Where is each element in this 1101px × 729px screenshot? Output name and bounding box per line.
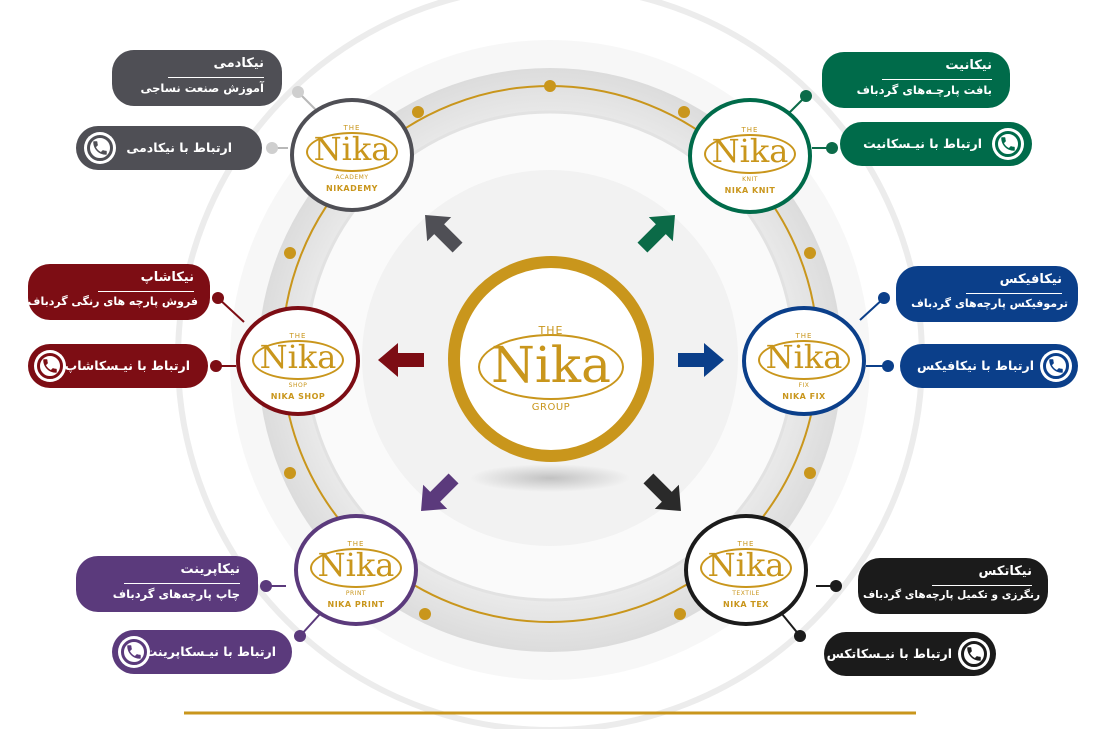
node-division: PRINT: [345, 590, 367, 597]
arrow-fix-icon: [678, 343, 724, 377]
node-division: ACADEMY: [335, 174, 369, 181]
node-logo: Nika: [259, 338, 337, 376]
orbit-dots: [284, 80, 816, 620]
pill-subtitle: چاپ پارچه‌های گردباف: [112, 587, 240, 601]
phone-icon: [992, 128, 1024, 160]
arrow-tex-icon: [643, 473, 681, 511]
nika-knit-contact-button[interactable]: ارتباط با نیـسکانیت: [840, 122, 1032, 166]
nika-group-center-logo: THE Nika GROUP: [448, 256, 654, 462]
center-shadow: [470, 464, 630, 492]
nika-knit-node[interactable]: THE Nika KNIT NIKA KNIT: [688, 98, 812, 214]
node-logo: Nika: [711, 132, 789, 170]
contact-label: ارتباط با نیکادمی: [126, 140, 232, 155]
node-oval: [252, 340, 344, 380]
nika-tex-info-pill[interactable]: نیکاتکس رنگرزی و تکمیل پارچه‌های گردباف: [858, 558, 1048, 614]
node-name: NIKADEMY: [326, 184, 378, 193]
center-logo-group: GROUP: [531, 402, 571, 413]
nika-fix-node[interactable]: THE Nika FIX NIKA FIX: [742, 306, 866, 416]
contact-label: ارتباط با نیـسکاشاپ: [64, 358, 190, 373]
node-the: THE: [741, 126, 759, 134]
contact-label: ارتباط با نیـسکاتکس: [826, 646, 952, 661]
pill-subtitle: ترموفیکس پارچه‌های گردباف: [911, 297, 1068, 310]
pill-subtitle: بافت پارچـه‌های گردباف: [856, 83, 992, 97]
node-oval: [700, 548, 792, 588]
node-oval: [306, 132, 398, 172]
pill-title: نیکاپرینت: [180, 562, 240, 577]
node-name: NIKA KNIT: [724, 186, 776, 195]
node-name: NIKA PRINT: [327, 600, 385, 609]
arrow-shop-icon: [378, 343, 424, 377]
nika-print-contact-button[interactable]: ارتباط با نیـسکاپرینت: [112, 630, 292, 674]
node-the: THE: [737, 540, 755, 548]
node-division: KNIT: [742, 176, 758, 183]
pill-underline: [98, 291, 194, 292]
pill-title: نیکانیت: [945, 58, 992, 73]
nika-print-info-pill[interactable]: نیکاپرینت چاپ پارچه‌های گردباف: [76, 556, 258, 612]
nika-tex-contact-button[interactable]: ارتباط با نیـسکاتکس: [824, 632, 996, 676]
nikademy-info-pill[interactable]: نیکادمی آموزش صنعت نساجی: [112, 50, 282, 106]
pill-subtitle: آموزش صنعت نساجی: [140, 81, 264, 95]
node-name: NIKA TEX: [723, 600, 769, 609]
node-logo: Nika: [707, 546, 785, 584]
node-the: THE: [795, 332, 813, 340]
pill-title: نیکاتکس: [978, 564, 1032, 579]
node-the: THE: [343, 124, 361, 132]
pill-title: نیکاشاپ: [140, 270, 194, 285]
contact-label: ارتباط با نیکافیکس: [916, 358, 1034, 373]
pill-underline: [932, 585, 1032, 586]
node-division: FIX: [798, 382, 810, 389]
arrow-print-icon: [421, 473, 459, 511]
center-logo-oval: [478, 334, 624, 400]
node-the: THE: [289, 332, 307, 340]
nikademy-node[interactable]: THE Nika ACADEMY NIKADEMY: [290, 98, 414, 212]
nika-shop-contact-button[interactable]: ارتباط با نیـسکاشاپ: [28, 344, 208, 388]
pill-title: نیکافیکس: [999, 272, 1062, 287]
connector-dots: [210, 86, 894, 642]
pill-subtitle: رنگرزی و تکمیل پارچه‌های گردباف: [862, 589, 1040, 601]
nika-fix-contact-button[interactable]: ارتباط با نیکافیکس: [900, 344, 1078, 388]
nika-knit-info-pill[interactable]: نیکانیت بافت پارچـه‌های گردباف: [822, 52, 1010, 108]
nika-print-node[interactable]: THE Nika PRINT NIKA PRINT: [294, 514, 418, 626]
nika-fix-info-pill[interactable]: نیکافیکس ترموفیکس پارچه‌های گردباف: [896, 266, 1078, 322]
pill-title: نیکادمی: [213, 56, 264, 71]
node-division: SHOP: [288, 382, 308, 389]
phone-icon: [958, 638, 990, 670]
phone-icon: [84, 132, 116, 164]
pill-underline: [966, 293, 1062, 294]
center-logo-text: Nika: [491, 336, 611, 394]
nika-shop-node[interactable]: THE Nika SHOP NIKA SHOP: [236, 306, 360, 416]
phone-icon: [1040, 350, 1072, 382]
node-logo: Nika: [313, 130, 391, 168]
contact-label: ارتباط با نیـسکاپرینت: [144, 644, 276, 659]
node-the: THE: [347, 540, 365, 548]
contact-label: ارتباط با نیـسکانیت: [863, 136, 982, 151]
arrow-academy-icon: [425, 215, 463, 253]
node-name: NIKA FIX: [782, 392, 826, 401]
arrow-knit-icon: [637, 215, 675, 253]
node-name: NIKA SHOP: [270, 392, 326, 401]
nika-shop-info-pill[interactable]: نیکاشاپ فروش پارچه های رنگی گردباف: [28, 264, 210, 320]
phone-icon: [118, 636, 150, 668]
node-oval: [704, 134, 796, 174]
nika-tex-node[interactable]: THE Nika TEXTILE NIKA TEX: [684, 514, 808, 626]
nikademy-contact-button[interactable]: ارتباط با نیکادمی: [76, 126, 262, 170]
pill-underline: [882, 79, 992, 80]
phone-icon: [34, 350, 66, 382]
node-logo: Nika: [317, 546, 395, 584]
node-oval: [310, 548, 402, 588]
node-division: TEXTILE: [732, 590, 760, 597]
pill-underline: [168, 77, 264, 78]
pill-underline: [124, 583, 240, 584]
pill-subtitle: فروش پارچه های رنگی گردباف: [27, 295, 198, 308]
node-logo: Nika: [765, 338, 843, 376]
node-oval: [758, 340, 850, 380]
